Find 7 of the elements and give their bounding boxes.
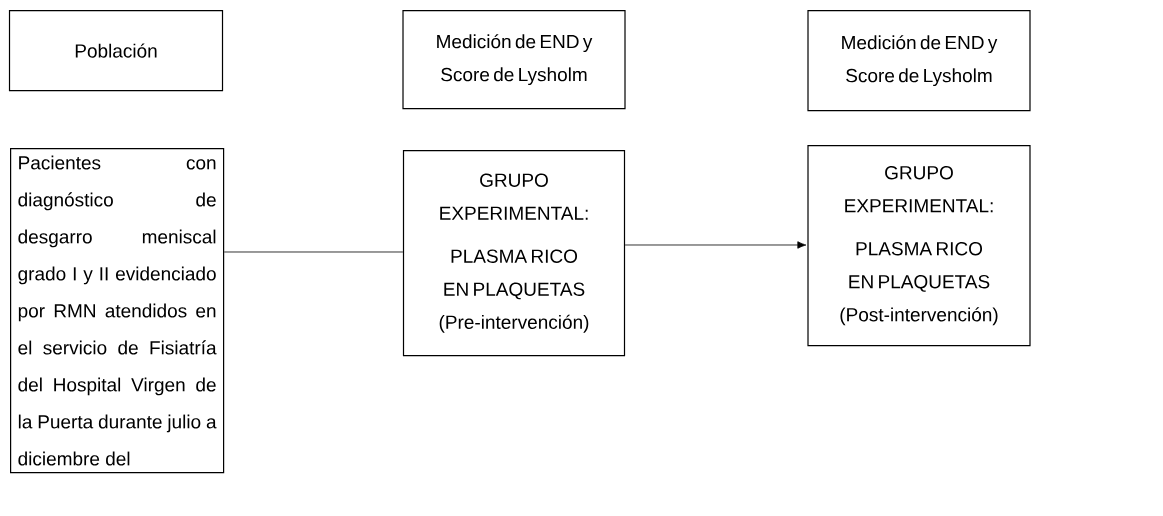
process-box: Población <box>8 10 224 92</box>
process-box: Medición de END y Score de Lysholm <box>402 10 626 110</box>
process-box: GRUPO EXPERIMENTAL: PLASMA RICO EN PLAQUETAS (Pre-intervención) <box>402 150 626 357</box>
process-box: Medición de END y Score de Lysholm <box>807 10 1031 112</box>
arrow <box>624 241 807 249</box>
process-box: GRUPO EXPERIMENTAL: PLASMA RICO EN PLAQUETAS (Post-intervención) <box>807 145 1031 347</box>
description-box: Pacientes con diagnóstico de desgarro meniscal grado I y II evidenciado por RMN atendidos en el servicio de Fisiatría del Hospital Virgen de la Puerta durante julio a diciembre del <box>10 148 225 474</box>
